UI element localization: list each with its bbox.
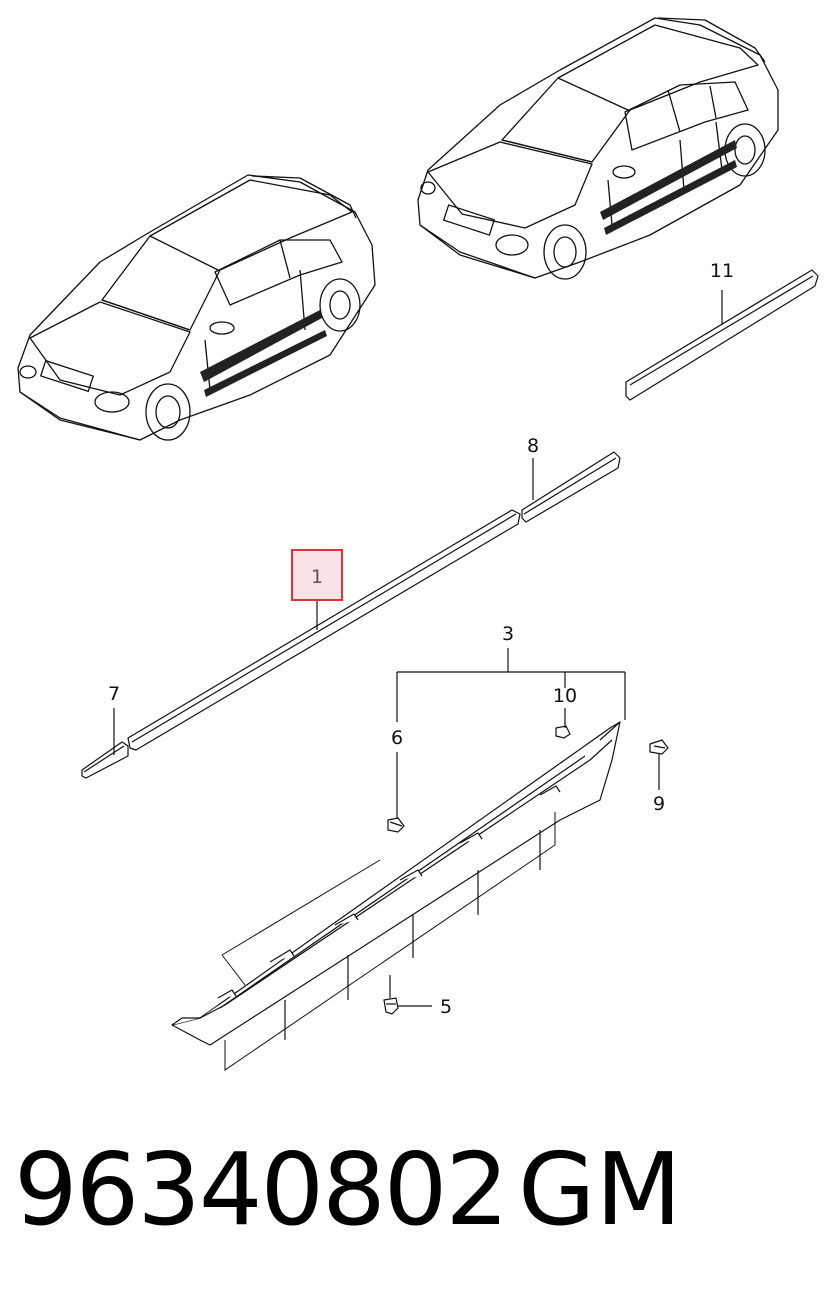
side-molding-stripe-left-car [200, 310, 322, 382]
rocker-panel-part-3 [171, 721, 621, 1046]
callout-label-11[interactable]: 11 [710, 260, 734, 282]
molding-part-1 [127, 509, 521, 751]
callout-label-10[interactable]: 10 [553, 685, 577, 707]
side-sill-stripe-left-car [204, 330, 327, 397]
brand-name: GM [518, 1131, 682, 1248]
clip-part-5 [383, 997, 399, 1015]
callout-label-8[interactable]: 8 [527, 435, 539, 457]
part-number: 96340802 [14, 1131, 509, 1248]
callout-label-6[interactable]: 6 [391, 727, 403, 749]
molding-part-7 [81, 741, 129, 779]
callout-label-1[interactable]: 1 [311, 566, 323, 588]
callout-label-9[interactable]: 9 [653, 793, 665, 815]
side-sill-stripe-right-car [604, 160, 737, 235]
callout-label-5[interactable]: 5 [440, 996, 452, 1018]
car-illustration-right [417, 17, 779, 280]
molding-part-8 [521, 451, 621, 523]
callout-1-highlight[interactable] [291, 549, 343, 601]
rocker-panel-outline [221, 812, 556, 1071]
callout-label-7[interactable]: 7 [108, 683, 120, 705]
molding-part-11 [625, 269, 819, 401]
leader-bracket-3 [396, 648, 626, 722]
callout-label-3[interactable]: 3 [502, 623, 514, 645]
clip-part-6 [387, 817, 405, 833]
clip-part-9 [649, 739, 669, 755]
side-molding-stripe-right-car [600, 140, 737, 220]
parts-diagram: 1 3 5 6 7 8 9 10 11 [17, 17, 819, 1071]
clip-part-10 [555, 725, 571, 739]
car-illustration-left [17, 174, 376, 441]
